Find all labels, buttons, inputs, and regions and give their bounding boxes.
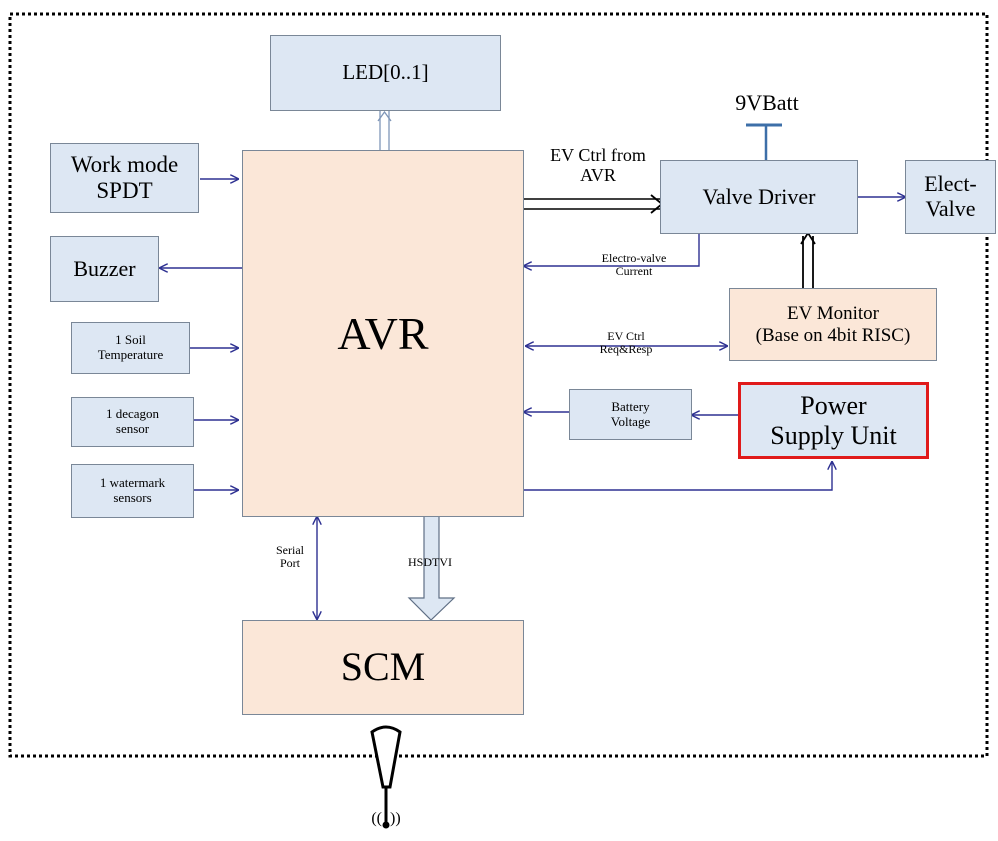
battery-terminal	[746, 123, 782, 160]
decagon-sensor-block: 1 decagon sensor	[71, 397, 194, 447]
led-block: LED[0..1]	[270, 35, 501, 111]
led-bus-connector	[377, 110, 392, 150]
antenna-icon	[370, 725, 402, 829]
elect-valve-block: Elect- Valve	[905, 160, 996, 234]
valve-current-connector	[524, 234, 700, 266]
buzzer-block: Buzzer	[50, 236, 159, 302]
power-supply-unit-block: Power Supply Unit	[738, 382, 929, 459]
soil-temperature-block: 1 Soil Temperature	[71, 322, 190, 374]
ev-monitor-block: EV Monitor (Base on 4bit RISC)	[729, 288, 937, 361]
hsdtvi-arrow	[407, 515, 456, 621]
hsdtvi-label: HSDTVI	[408, 555, 452, 569]
battery-label: 9VBatt	[735, 90, 799, 115]
ev-ctrl-from-avr-label: EV Ctrl from AVR	[550, 145, 646, 186]
serial-port-label: Serial Port	[276, 543, 304, 571]
work-mode-block: Work mode SPDT	[50, 143, 199, 213]
ev-monitor-bus-connector	[800, 231, 816, 288]
electro-valve-current-label: Electro-valve Current	[601, 251, 667, 279]
avr-block: AVR	[242, 150, 524, 517]
ev-ctrl-req-resp-label: EV Ctrl Req&Resp	[599, 329, 653, 357]
scm-block: SCM	[242, 620, 524, 715]
battery-voltage-block: Battery Voltage	[569, 389, 692, 440]
avr-to-psu-connector	[524, 462, 832, 491]
wireless-signal-icon: (( ))	[371, 810, 401, 827]
ev-ctrl-bus-connector	[522, 194, 664, 214]
valve-driver-block: Valve Driver	[660, 160, 858, 234]
watermark-sensors-block: 1 watermark sensors	[71, 464, 194, 518]
system-boundary	[8, 12, 989, 758]
